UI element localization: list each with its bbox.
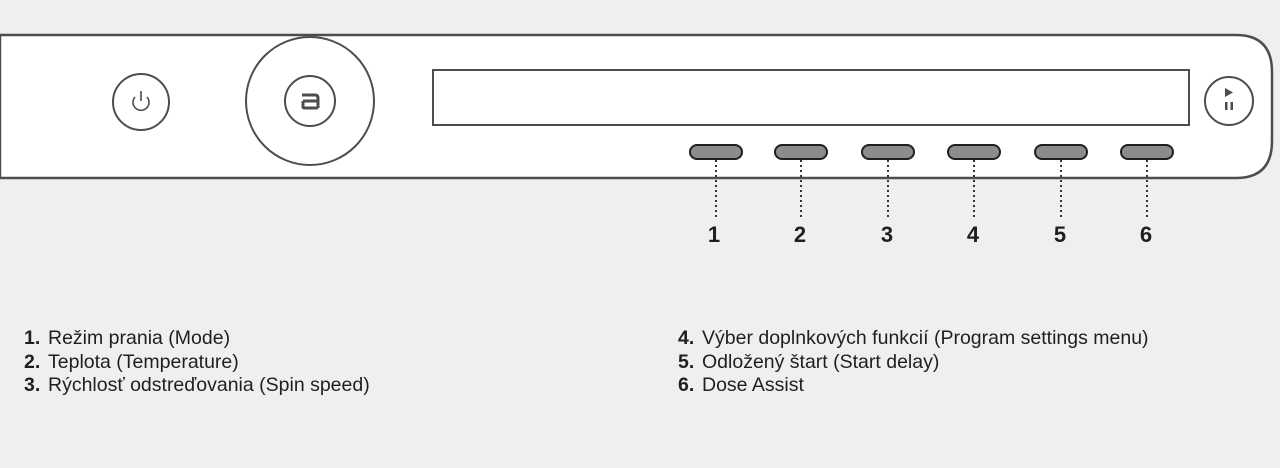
legend-item: 6. Dose Assist [678, 374, 1268, 398]
function-button-4[interactable] [947, 144, 1001, 160]
legend-item: 2. Teplota (Temperature) [24, 351, 584, 375]
callout-number-1: 1 [707, 222, 721, 247]
callout-number-4: 4 [966, 222, 980, 247]
control-panel [0, 33, 1274, 220]
legend-number: 6. [678, 374, 695, 396]
a-logo-icon [301, 93, 320, 110]
power-icon [132, 91, 150, 112]
legend-number: 4. [678, 327, 695, 349]
legend-text: Režim prania (Mode) [48, 327, 231, 349]
legend-number: 1. [24, 327, 41, 349]
leader-lines [715, 160, 1148, 220]
play-pause-icon [1225, 88, 1233, 110]
legend-number: 5. [678, 350, 695, 373]
start-pause-button[interactable] [1204, 76, 1254, 126]
legend-text: Odložený štart (Start delay) [702, 350, 940, 373]
function-button-5[interactable] [1034, 144, 1088, 160]
legend-text: Teplota (Temperature) [48, 350, 239, 373]
legend-right: 4. Výber doplnkových funkcií (Program se… [678, 327, 1268, 398]
legend-left: 1. Režim prania (Mode) 2. Teplota (Tempe… [24, 327, 584, 398]
program-dial[interactable] [245, 36, 375, 166]
display-screen [432, 69, 1190, 126]
legend-item: 3. Rýchlosť odstreďovania (Spin speed) [24, 374, 584, 398]
legend-number: 3. [24, 374, 41, 396]
power-button[interactable] [112, 73, 170, 131]
callout-number-2: 2 [793, 222, 807, 247]
legend-item: 5. Odložený štart (Start delay) [678, 351, 1268, 375]
legend-item: 4. Výber doplnkových funkcií (Program se… [678, 327, 1268, 351]
callout-number-6: 6 [1139, 222, 1153, 247]
legend-text: Výber doplnkových funkcií (Program setti… [702, 327, 1149, 349]
function-button-2[interactable] [774, 144, 828, 160]
callout-number-5: 5 [1053, 222, 1067, 247]
callout-number-3: 3 [880, 222, 894, 247]
function-button-3[interactable] [861, 144, 915, 160]
legend-text: Dose Assist [702, 374, 804, 396]
function-button-1[interactable] [689, 144, 743, 160]
legend-text: Rýchlosť odstreďovania (Spin speed) [48, 374, 370, 396]
legend-number: 2. [24, 350, 41, 373]
legend-item: 1. Režim prania (Mode) [24, 327, 584, 351]
function-button-6[interactable] [1120, 144, 1174, 160]
